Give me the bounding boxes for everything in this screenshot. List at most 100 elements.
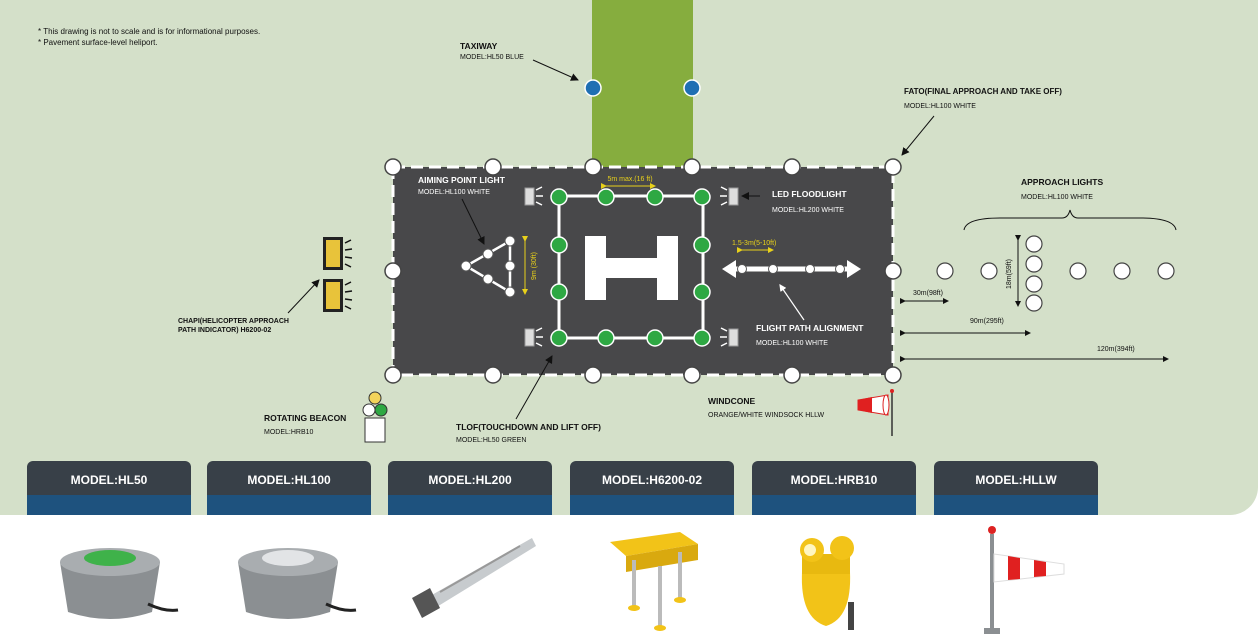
aiming-leader bbox=[461, 198, 485, 245]
fato-lights bbox=[384, 158, 902, 384]
product-h6200-image bbox=[610, 532, 698, 631]
fato-light bbox=[884, 158, 902, 176]
fato-light bbox=[783, 366, 801, 384]
fato-light bbox=[584, 366, 602, 384]
dim-30m: 30m(98ft) bbox=[913, 290, 943, 297]
fpa-spacing-dim: 1.5-3m(5-10ft) bbox=[732, 240, 776, 247]
tlof-border bbox=[557, 194, 705, 340]
floodlight-icon bbox=[524, 186, 543, 206]
model-tab-band bbox=[207, 495, 371, 515]
taxiway-model: MODEL:HL50 BLUE bbox=[460, 54, 524, 61]
chapi-title-2: PATH INDICATOR) H6200-02 bbox=[178, 327, 271, 334]
fato-light bbox=[584, 158, 602, 176]
model-tab-label: MODEL:H6200-02 bbox=[570, 461, 734, 495]
dim-90m: 90m(295ft) bbox=[970, 318, 1004, 325]
model-tab-hl100[interactable]: MODEL:HL100 bbox=[207, 461, 371, 515]
product-hl200-image bbox=[412, 538, 536, 618]
approach-light bbox=[1025, 275, 1043, 293]
approach-light bbox=[980, 262, 998, 280]
fato-light bbox=[484, 158, 502, 176]
product-hl50-image bbox=[60, 548, 179, 619]
tlof-light bbox=[646, 329, 664, 347]
tlof-light bbox=[550, 236, 568, 254]
taxiway-strip bbox=[592, 0, 693, 168]
tlof-light bbox=[550, 329, 568, 347]
model-tab-band bbox=[934, 495, 1098, 515]
approach-light bbox=[1157, 262, 1175, 280]
beacon-model: MODEL:HRB10 bbox=[264, 429, 314, 436]
tlof-lights bbox=[550, 188, 711, 347]
product-hl100-image bbox=[238, 548, 357, 619]
aiming-model: MODEL:HL100 WHITE bbox=[418, 189, 490, 196]
product-hllw-image bbox=[984, 526, 1065, 634]
note-1: * This drawing is not to scale and is fo… bbox=[38, 27, 260, 36]
fato-light bbox=[384, 262, 402, 280]
approach-light bbox=[1069, 262, 1087, 280]
fpa-title: FLIGHT PATH ALIGNMENT bbox=[756, 323, 864, 333]
model-tab-hrb10[interactable]: MODEL:HRB10 bbox=[752, 461, 916, 515]
tlof-light bbox=[693, 188, 711, 206]
dim-120m: 120m(394ft) bbox=[1097, 346, 1135, 353]
beacon-title: ROTATING BEACON bbox=[264, 413, 346, 423]
fato-model: MODEL:HL100 WHITE bbox=[904, 103, 976, 110]
floodlight-icon bbox=[720, 327, 739, 347]
approach-light bbox=[1025, 255, 1043, 273]
tlof-width-dim: 5m max.(16 ft) bbox=[607, 176, 652, 183]
floodlight-icon bbox=[720, 186, 739, 206]
chapi-leader bbox=[287, 279, 320, 314]
tlof-light bbox=[693, 236, 711, 254]
tlof-light bbox=[597, 188, 615, 206]
approach-light bbox=[1025, 294, 1043, 312]
h-marking-crossbar bbox=[585, 258, 678, 278]
windcone-title: WINDCONE bbox=[708, 396, 756, 406]
floodlight-model: MODEL:HL200 WHITE bbox=[772, 207, 844, 214]
fato-light bbox=[384, 366, 402, 384]
tlof-light bbox=[646, 188, 664, 206]
floodlight-title: LED FLOODLIGHT bbox=[772, 189, 847, 199]
model-tab-band bbox=[752, 495, 916, 515]
aiming-height-dim: 9m (30ft) bbox=[531, 252, 538, 280]
fato-light bbox=[884, 262, 902, 280]
taxiway-light-right bbox=[683, 79, 701, 97]
approach-light bbox=[936, 262, 954, 280]
model-tab-hllw[interactable]: MODEL:HLLW bbox=[934, 461, 1098, 515]
tlof-light bbox=[550, 188, 568, 206]
model-tab-h6200[interactable]: MODEL:H6200-02 bbox=[570, 461, 734, 515]
rotating-beacon-symbol bbox=[362, 391, 388, 443]
tlof-light bbox=[597, 329, 615, 347]
fato-light bbox=[683, 366, 701, 384]
model-tab-band bbox=[570, 495, 734, 515]
model-tab-label: MODEL:HRB10 bbox=[752, 461, 916, 495]
fato-light bbox=[683, 158, 701, 176]
taxiway-light-left bbox=[584, 79, 602, 97]
approach-light bbox=[1025, 235, 1043, 253]
chapi-title-1: CHAPI(HELICOPTER APPROACH bbox=[178, 318, 289, 325]
aiming-point-lights bbox=[460, 235, 516, 298]
tlof-model: MODEL:HL50 GREEN bbox=[456, 437, 526, 444]
note-2: * Pavement surface-level heliport. bbox=[38, 38, 158, 47]
model-tab-band bbox=[388, 495, 552, 515]
model-tab-hl200[interactable]: MODEL:HL200 bbox=[388, 461, 552, 515]
floodlight-icon bbox=[524, 327, 543, 347]
approach-model: MODEL:HL100 WHITE bbox=[1021, 194, 1093, 201]
approach-height-dim: 18m(59ft) bbox=[1006, 259, 1013, 289]
windcone-model: ORANGE/WHITE WINDSOCK HLLW bbox=[708, 412, 825, 419]
tlof-light bbox=[693, 329, 711, 347]
flight-path-alignment-arrow bbox=[722, 260, 861, 278]
approach-brace bbox=[963, 209, 1177, 231]
fato-light bbox=[384, 158, 402, 176]
floodlights bbox=[524, 186, 739, 347]
fpa-model: MODEL:HL100 WHITE bbox=[756, 340, 828, 347]
model-tab-label: MODEL:HL200 bbox=[388, 461, 552, 495]
model-tab-label: MODEL:HLLW bbox=[934, 461, 1098, 495]
chapi-units bbox=[323, 237, 353, 312]
taxiway-leader bbox=[532, 59, 579, 81]
approach-light bbox=[1113, 262, 1131, 280]
aiming-title: AIMING POINT LIGHT bbox=[418, 175, 506, 185]
model-tab-label: MODEL:HL50 bbox=[27, 461, 191, 495]
model-tab-hl50[interactable]: MODEL:HL50 bbox=[27, 461, 191, 515]
model-tab-label: MODEL:HL100 bbox=[207, 461, 371, 495]
fato-title: FATO(FINAL APPROACH AND TAKE OFF) bbox=[904, 87, 1062, 96]
